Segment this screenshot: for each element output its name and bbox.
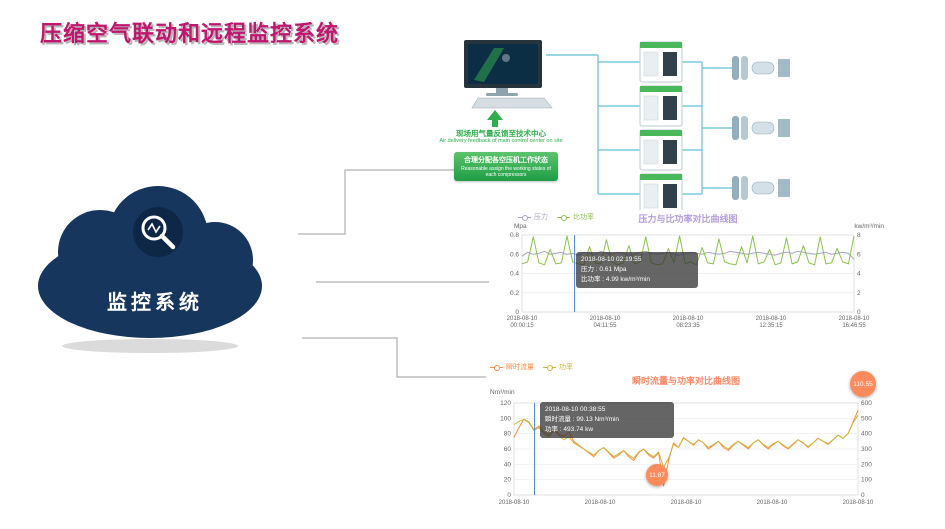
svg-text:0.6: 0.6 [510, 251, 519, 258]
feedback-label-en: Air delivery feedback of main control ce… [439, 138, 563, 144]
svg-text:100: 100 [861, 477, 872, 484]
chart1-crosshair-line [574, 235, 575, 312]
tooltip-pressure: 压力 : 0.61 Mpa [581, 266, 627, 274]
svg-text:4: 4 [857, 271, 861, 278]
svg-text:2018-08-10: 2018-08-10 [756, 316, 787, 322]
up-arrow [487, 110, 503, 127]
legend-item-pressure[interactable]: 压力 [518, 212, 548, 222]
chart2-crosshair-line [534, 403, 535, 495]
chart2-title: 瞬时流量与功率对比曲线图 [631, 376, 740, 386]
chart1-title: 压力与比功率对比曲线图 [638, 214, 738, 224]
legend-label: 功率 [559, 364, 573, 371]
svg-text:120: 120 [500, 400, 511, 407]
feedback-label-cn: 现场用气量反馈至技术中心 [456, 129, 546, 138]
svg-text:0: 0 [515, 309, 519, 316]
svg-text:16:46:55: 16:46:55 [842, 323, 866, 329]
legend-item-power[interactable]: 功率 [543, 362, 573, 372]
tooltip-time: 2018-08-10 02:19:55 [581, 256, 642, 263]
tooltip-power: 功率 : 493.74 kw [545, 426, 594, 434]
legend-label: 比功率 [573, 214, 594, 221]
min-value-badge: 11.87 [646, 464, 668, 486]
svg-text:100: 100 [500, 415, 511, 422]
chart2-legend: 瞬时流量 功率 [490, 362, 573, 372]
assign-banner: 合理分配各空压机工作状态 Reasonable assign the worki… [454, 152, 558, 181]
max-value-badge: 110.55 [850, 371, 876, 397]
svg-text:2018-08-10: 2018-08-10 [843, 500, 874, 506]
svg-text:00:00:15: 00:00:15 [510, 323, 534, 329]
page-title: 压缩空气联动和远程监控系统 [40, 21, 340, 46]
tooltip-time: 2018-08-10 00:38:55 [545, 406, 606, 413]
svg-text:0.4: 0.4 [510, 271, 519, 278]
svg-text:2: 2 [857, 290, 861, 297]
cloud-shape [38, 186, 262, 353]
legend-item-flow[interactable]: 瞬时流量 [490, 362, 534, 372]
assign-label-cn: 合理分配各空压机工作状态 [464, 157, 548, 164]
svg-text:04:11:55: 04:11:55 [594, 323, 618, 329]
svg-text:500: 500 [861, 415, 872, 422]
computer-monitor [464, 40, 553, 109]
chart1-legend: 压力 比功率 [518, 212, 594, 222]
line-marker-icon [490, 364, 503, 371]
chart1-tooltip: 2018-08-10 02:19:55 压力 : 0.61 Mpa 比功率 : … [576, 252, 698, 289]
cloud-label: 监控系统 [107, 292, 203, 314]
system-diagram: 现场用气量反馈至技术中心 Air delivery feedback of ma… [439, 28, 830, 220]
svg-text:400: 400 [861, 431, 872, 438]
svg-text:08:23:35: 08:23:35 [676, 323, 700, 329]
monitoring-cloud: 监控系统 [30, 180, 280, 358]
air-equipment-group [732, 176, 790, 200]
svg-text:2018-08-10: 2018-08-10 [507, 316, 538, 322]
compressor-unit [639, 41, 683, 83]
svg-text:8: 8 [857, 232, 861, 239]
svg-text:80: 80 [504, 431, 512, 438]
chart1-right-unit: kw/m³/min [854, 223, 884, 230]
assign-label-en: Reasonable assign the working states of … [461, 166, 551, 178]
svg-text:40: 40 [504, 461, 512, 468]
svg-text:2018-08-10: 2018-08-10 [757, 500, 788, 506]
compressor-unit [639, 129, 683, 171]
svg-text:0.2: 0.2 [510, 290, 519, 297]
svg-text:60: 60 [504, 446, 512, 453]
svg-text:12:35:15: 12:35:15 [759, 323, 783, 329]
svg-text:300: 300 [861, 446, 872, 453]
tooltip-flow: 瞬时流量 : 99.13 Nm³/min [545, 416, 620, 424]
chart1-left-unit: Mpa [514, 223, 527, 230]
svg-text:0.8: 0.8 [510, 232, 519, 239]
compressor-unit [639, 173, 683, 215]
svg-text:200: 200 [861, 461, 872, 468]
svg-text:2018-08-10: 2018-08-10 [671, 500, 702, 506]
chart2-left-unit: Nm³/min [490, 389, 515, 396]
svg-text:2018-08-10: 2018-08-10 [499, 500, 530, 506]
svg-text:6: 6 [857, 251, 861, 258]
svg-text:600: 600 [861, 400, 872, 407]
svg-text:2018-08-10: 2018-08-10 [590, 316, 621, 322]
line-marker-icon [543, 364, 556, 371]
magnifier-icon [133, 207, 183, 257]
chart2-tooltip: 2018-08-10 00:38:55 瞬时流量 : 99.13 Nm³/min… [540, 402, 674, 439]
legend-label: 压力 [534, 214, 548, 221]
line-marker-icon [557, 214, 570, 221]
air-equipment-group [732, 116, 790, 140]
svg-text:0: 0 [861, 492, 865, 499]
legend-item-specific-power[interactable]: 比功率 [557, 212, 594, 222]
svg-text:2018-08-10: 2018-08-10 [585, 500, 616, 506]
line-marker-icon [518, 214, 531, 221]
tooltip-specific-power: 比功率 : 4.99 kw/m³/min [581, 276, 650, 284]
air-equipment-group [732, 56, 790, 80]
svg-text:2018-08-10: 2018-08-10 [673, 316, 704, 322]
svg-text:0: 0 [857, 309, 861, 316]
legend-label: 瞬时流量 [506, 364, 534, 371]
network-lines [546, 54, 732, 195]
pressure-power-chart: 压力 比功率 压力与比功率对比曲线图 Mpa kw/m³/min 0.8 8 0.6… [492, 210, 884, 334]
svg-text:2018-08-10: 2018-08-10 [839, 316, 870, 322]
compressor-unit [639, 85, 683, 127]
svg-text:20: 20 [504, 477, 512, 484]
svg-text:0: 0 [507, 492, 511, 499]
